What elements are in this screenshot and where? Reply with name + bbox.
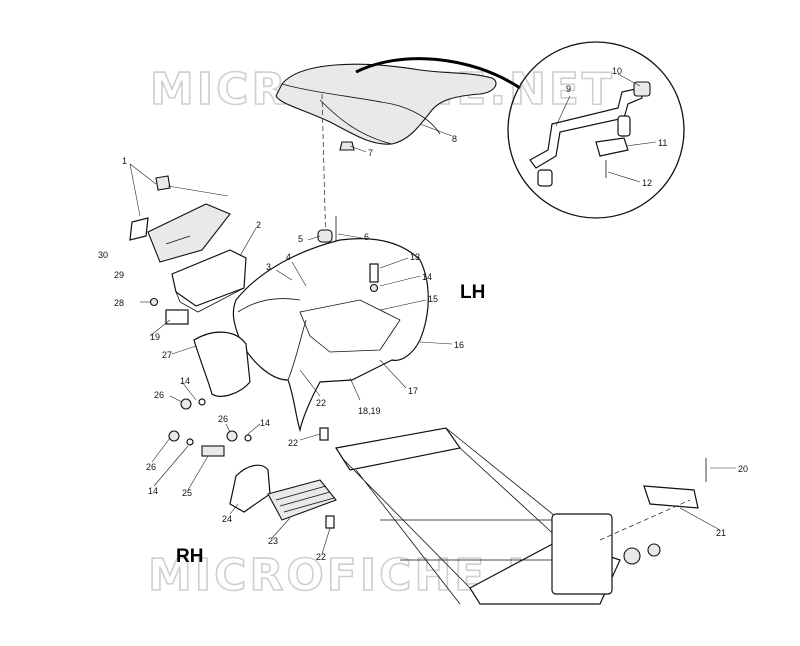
callout-20: 20 xyxy=(738,464,748,474)
callout-26-left: 26 xyxy=(154,390,164,400)
callout-11: 11 xyxy=(658,138,667,148)
footwell-plate-part xyxy=(229,464,271,513)
latch-plate xyxy=(595,137,629,157)
nut-26a xyxy=(180,398,192,410)
callout-18-19: 18,19 xyxy=(358,406,381,416)
callout-26-lower: 26 xyxy=(146,462,156,472)
bracket-axis xyxy=(599,499,691,541)
latch-bushing xyxy=(633,81,651,97)
rear-fender-part xyxy=(232,238,429,433)
washer-14c xyxy=(244,434,252,442)
callout-10: 10 xyxy=(612,66,622,76)
callout-23: 23 xyxy=(268,536,278,546)
callout-19: 19 xyxy=(150,332,160,342)
nut-26b xyxy=(168,430,180,442)
side-label-lh: LH xyxy=(460,282,485,303)
decal-19 xyxy=(165,309,189,325)
callout-15: 15 xyxy=(428,294,438,304)
callout-21: 21 xyxy=(716,528,726,538)
callout-22-bottom: 22 xyxy=(316,552,326,562)
callout-9: 9 xyxy=(566,84,571,94)
bolt-22a xyxy=(319,427,329,441)
chassis-frame-part xyxy=(335,427,661,605)
callout-13: 13 xyxy=(410,252,420,262)
callout-30: 30 xyxy=(98,250,108,260)
nut-28 xyxy=(149,297,159,307)
callout-14-lower: 14 xyxy=(148,486,158,496)
washer-14b xyxy=(186,438,194,446)
assembly-axis xyxy=(321,93,327,251)
callout-16: 16 xyxy=(454,340,464,350)
callout-5: 5 xyxy=(298,234,303,244)
seat-link-curve xyxy=(355,57,521,90)
bracket-21 xyxy=(643,485,699,509)
callout-14-top: 14 xyxy=(422,272,432,282)
callout-27: 27 xyxy=(162,350,172,360)
callout-6: 6 xyxy=(364,232,369,242)
side-label-rh: RH xyxy=(176,546,203,567)
mud-flap-part xyxy=(193,331,251,397)
callout-14-left: 14 xyxy=(180,376,190,386)
callout-24: 24 xyxy=(222,514,232,524)
callout-29: 29 xyxy=(114,270,124,280)
callout-2: 2 xyxy=(256,220,261,230)
rubber-bumper-1 xyxy=(155,175,171,191)
spacer-25 xyxy=(201,445,225,457)
callout-17: 17 xyxy=(408,386,418,396)
grommet xyxy=(317,229,333,243)
nut-26c xyxy=(226,430,238,442)
storage-box-part xyxy=(171,249,247,313)
callout-8: 8 xyxy=(452,134,457,144)
callout-26-right: 26 xyxy=(218,414,228,424)
callout-4: 4 xyxy=(286,252,291,262)
washer-14a xyxy=(198,398,206,406)
callout-22-mid: 22 xyxy=(288,438,298,448)
push-nut xyxy=(339,141,355,151)
callout-25: 25 xyxy=(182,488,192,498)
seat-latch-rod xyxy=(529,87,643,187)
callout-7: 7 xyxy=(368,148,373,158)
latch-clip-30 xyxy=(129,217,149,241)
detail-circle xyxy=(507,41,685,219)
washer-14 xyxy=(369,283,379,293)
bolt-13 xyxy=(369,263,379,283)
callout-14-right: 14 xyxy=(260,418,270,428)
storage-cover-part xyxy=(147,203,231,263)
callout-22-fender: 22 xyxy=(316,398,326,408)
seat-part xyxy=(275,63,497,145)
callout-1: 1 xyxy=(122,156,127,166)
callout-12: 12 xyxy=(642,178,652,188)
callout-3: 3 xyxy=(266,262,271,272)
bolt-22b xyxy=(325,515,335,529)
callout-28: 28 xyxy=(114,298,124,308)
footrest-part xyxy=(267,479,337,521)
leader-lines xyxy=(129,73,736,555)
